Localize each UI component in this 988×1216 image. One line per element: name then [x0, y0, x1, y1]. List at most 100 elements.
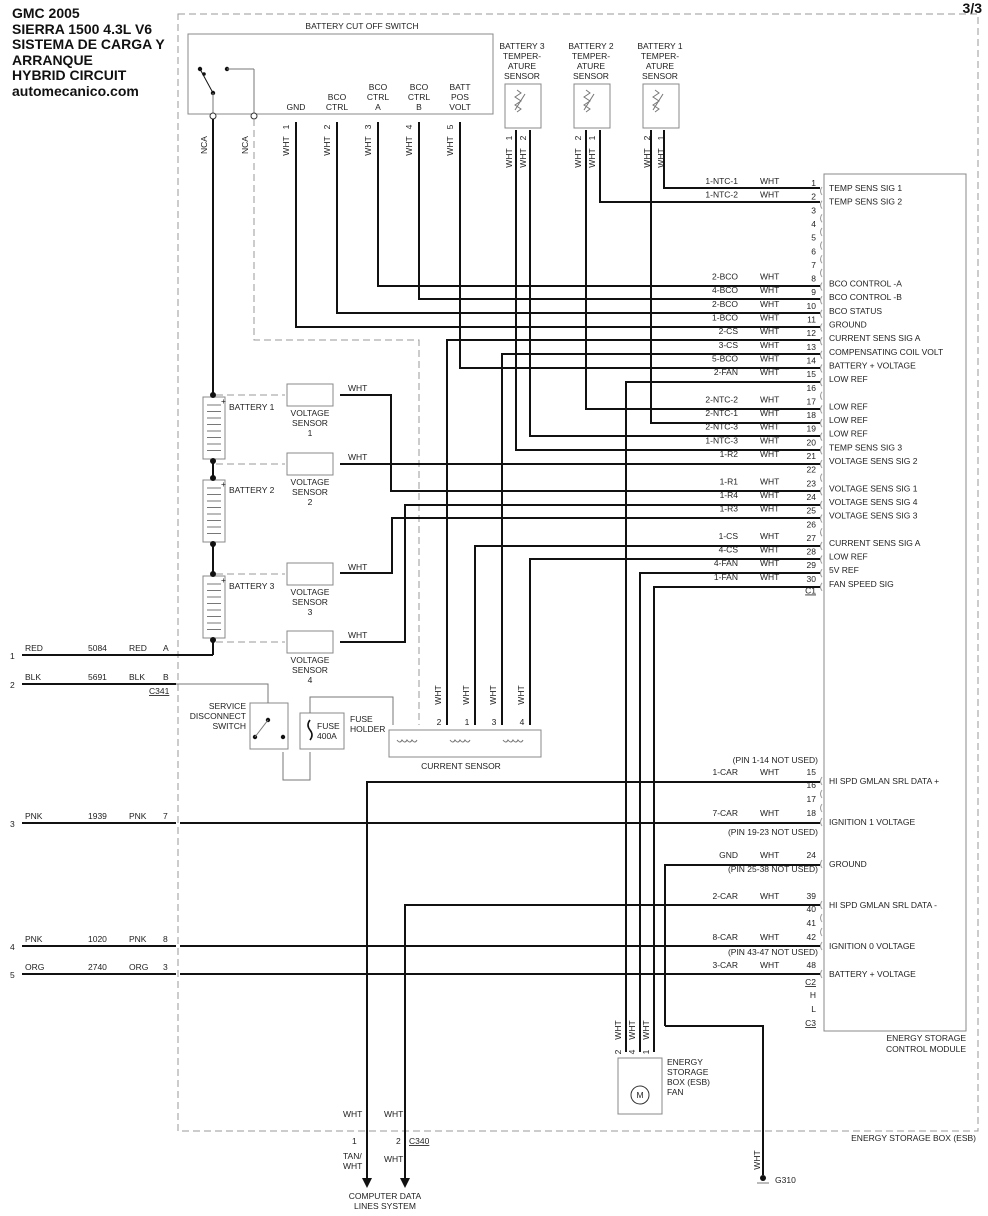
- c1-circuit: 1-R1: [720, 476, 739, 486]
- current-sensor-wire-color: WHT: [433, 685, 443, 704]
- c1-pin-number: 12: [807, 328, 817, 338]
- bco-pin-name: CTRL: [367, 92, 389, 102]
- temp-sensor-pin: 1: [656, 135, 666, 140]
- temp-sensor-wire-color: WHT: [573, 148, 583, 167]
- c1-function: BCO CONTROL -B: [829, 292, 902, 302]
- connector-pin: 7: [163, 811, 168, 821]
- pin-not-used-note: (PIN 43-47 NOT USED): [728, 947, 818, 957]
- c2-terminal: [820, 927, 823, 937]
- wire-4-fan: [639, 572, 820, 1052]
- current-sensor-wire-color: WHT: [461, 685, 471, 704]
- c1-wire-color: WHT: [760, 449, 779, 459]
- motor-icon: [630, 1085, 650, 1105]
- c1-circuit: 2-CS: [719, 326, 739, 336]
- c1-wire-color: WHT: [760, 435, 779, 445]
- c1-pin-number: 4: [811, 219, 816, 229]
- c2-wire-color: WHT: [760, 767, 779, 777]
- battery-terminal: [210, 541, 216, 547]
- current-sensor-label: CURRENT SENSOR: [421, 761, 501, 771]
- external-wire-color: PNK: [129, 811, 147, 821]
- temp-sensor-label: ATURE: [508, 61, 537, 71]
- external-wire-color: ORG: [25, 962, 44, 972]
- c1-circuit: 1-FAN: [714, 572, 738, 582]
- service-disconnect-switch-box: [249, 702, 289, 750]
- temp-sensor-wire-color: WHT: [587, 148, 597, 167]
- c1-function: BCO CONTROL -A: [829, 279, 902, 289]
- wire-2-ntc-2: [585, 130, 820, 410]
- c1-terminal: [820, 227, 823, 237]
- c2-pin-number: 39: [807, 891, 817, 901]
- c2-function: HI SPD GMLAN SRL DATA +: [829, 776, 939, 786]
- temp-sensor-box: [504, 83, 542, 129]
- c1-terminal: [820, 459, 823, 469]
- fan-pin-number: 1: [641, 1049, 651, 1054]
- voltage-sensor-label: VOLTAGE: [291, 655, 330, 665]
- ground-icon: [760, 1175, 766, 1181]
- service-switch-label: DISCONNECT: [190, 711, 246, 721]
- wire-1-cs: [474, 545, 820, 725]
- c1-circuit: 1-BCO: [712, 313, 738, 323]
- bco-pin-name: CTRL: [326, 102, 348, 112]
- c1-function: GROUND: [829, 320, 867, 330]
- c1-circuit: 1-NTC-1: [705, 176, 738, 186]
- thermistor-arrow-icon: [652, 93, 664, 111]
- temp-sensor-pin: 2: [518, 135, 528, 140]
- esb-fan-label: FAN: [667, 1087, 684, 1097]
- fuse-holder-label: FUSE: [350, 714, 373, 724]
- c2-pin-number: 42: [807, 932, 817, 942]
- c1-pin-number: 14: [807, 355, 817, 365]
- title-line: GMC 2005: [12, 5, 80, 21]
- c1-pin-number: 3: [811, 205, 816, 215]
- c1-pin-number: 23: [807, 478, 817, 488]
- temp-sensor-wire-color: WHT: [642, 148, 652, 167]
- c1-terminal: [820, 487, 823, 496]
- c2-terminal: [820, 817, 823, 827]
- current-sensor-pin: 1: [465, 717, 470, 727]
- c1-pin-number: 20: [807, 437, 817, 447]
- wire-5-bco: [459, 122, 820, 369]
- c2-pin-number: 41: [807, 918, 817, 928]
- c1-pin-number: 19: [807, 424, 817, 434]
- connector-pin: 8: [163, 934, 168, 944]
- c2-pin-number: 18: [807, 808, 817, 818]
- c1-function: CURRENT SENS SIG A: [829, 333, 921, 343]
- service-switch-label: SERVICE: [209, 701, 246, 711]
- c1-wire-color: WHT: [760, 285, 779, 295]
- external-wire-color: PNK: [25, 811, 43, 821]
- c2-connector-id: C2: [805, 977, 816, 987]
- c2-circuit: 8-CAR: [712, 932, 738, 942]
- c1-function: TEMP SENS SIG 1: [829, 183, 902, 193]
- battery-plus-sign: +: [221, 396, 226, 406]
- control-module-label: CONTROL MODULE: [886, 1044, 966, 1054]
- c1-circuit: 4-CS: [719, 545, 739, 555]
- temp-sensor-pin: 1: [504, 135, 514, 140]
- fuse-label: FUSE: [317, 721, 340, 731]
- c1-circuit: 5-BCO: [712, 353, 738, 363]
- battery-label: BATTERY 3: [229, 581, 275, 591]
- title-line: ARRANQUE: [12, 51, 93, 68]
- c1-terminal: [820, 254, 823, 264]
- bco-pin-name: B: [416, 102, 422, 112]
- c1-wire-color: WHT: [760, 531, 779, 541]
- coil-icon: [502, 739, 524, 743]
- voltage-sensor-label: 4: [308, 675, 313, 685]
- c1-terminal: [820, 555, 823, 564]
- c1-wire-color: WHT: [760, 340, 779, 350]
- voltage-sensor-wire-color: WHT: [348, 452, 367, 462]
- current-sensor-pin: 3: [492, 717, 497, 727]
- c340-lower-wire-color: WHT: [343, 1161, 362, 1171]
- c1-function: LOW REF: [829, 374, 868, 384]
- fan-wire-color: WHT: [627, 1020, 637, 1039]
- c340-lower-wire-color: TAN/: [343, 1151, 362, 1161]
- c2-wire-color: WHT: [760, 891, 779, 901]
- switch-contact: [280, 734, 286, 740]
- c1-function: TEMP SENS SIG 3: [829, 442, 902, 452]
- wire-1-r3: [340, 517, 820, 574]
- wire-1-fan: [653, 586, 820, 1052]
- computer-data-lines-label: COMPUTER DATA: [349, 1191, 422, 1201]
- c1-circuit: 4-BCO: [712, 285, 738, 295]
- bco-pin-name: BCO: [369, 82, 388, 92]
- c2-circuit: GND: [719, 850, 738, 860]
- c3-pin: H: [810, 990, 816, 1000]
